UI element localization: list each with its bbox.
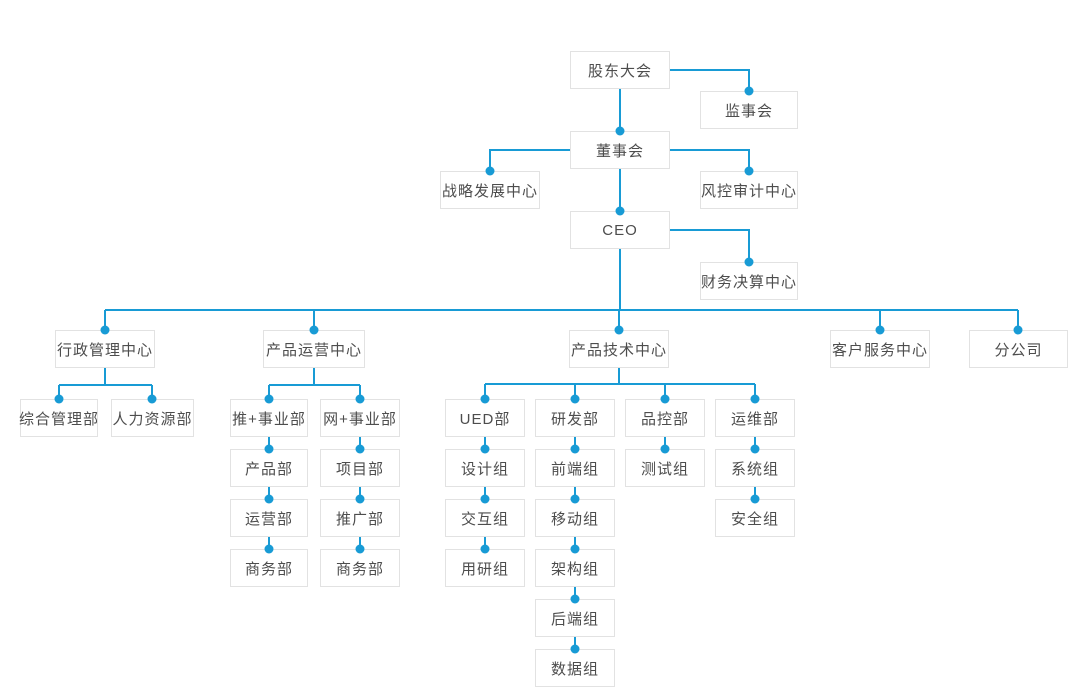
node-board-of-directors: 董事会 bbox=[570, 131, 670, 169]
node-strategy-development-center: 战略发展中心 bbox=[440, 171, 540, 209]
connector-technology-split bbox=[484, 368, 756, 399]
node-frontend-group: 前端组 bbox=[535, 449, 615, 487]
node-branch-company: 分公司 bbox=[969, 330, 1068, 368]
node-wang-division: 网+事业部 bbox=[320, 399, 400, 437]
node-product-operations-center: 产品运营中心 bbox=[263, 330, 365, 368]
node-user-research-group: 用研组 bbox=[445, 549, 525, 587]
node-supervisory-board: 监事会 bbox=[700, 91, 798, 129]
node-rnd-dept: 研发部 bbox=[535, 399, 615, 437]
node-admin-center: 行政管理中心 bbox=[55, 330, 155, 368]
node-business-dept-2: 商务部 bbox=[320, 549, 400, 587]
node-system-group: 系统组 bbox=[715, 449, 795, 487]
node-testing-group: 测试组 bbox=[625, 449, 705, 487]
node-mobile-group: 移动组 bbox=[535, 499, 615, 537]
node-promotion-dept: 推广部 bbox=[320, 499, 400, 537]
node-operations-dept: 运营部 bbox=[230, 499, 308, 537]
node-product-dept: 产品部 bbox=[230, 449, 308, 487]
connector-admin-split bbox=[58, 368, 153, 399]
node-security-group: 安全组 bbox=[715, 499, 795, 537]
connector-operations-split bbox=[268, 368, 361, 399]
node-ued-dept: UED部 bbox=[445, 399, 525, 437]
node-general-management-dept: 综合管理部 bbox=[19, 399, 98, 437]
node-risk-audit-center: 风控审计中心 bbox=[700, 171, 798, 209]
node-shareholders-meeting: 股东大会 bbox=[570, 51, 670, 89]
node-project-dept: 项目部 bbox=[320, 449, 400, 487]
node-tui-division: 推+事业部 bbox=[230, 399, 308, 437]
node-architecture-group: 架构组 bbox=[535, 549, 615, 587]
node-design-group: 设计组 bbox=[445, 449, 525, 487]
node-interaction-group: 交互组 bbox=[445, 499, 525, 537]
node-qc-dept: 品控部 bbox=[625, 399, 705, 437]
node-hr-dept: 人力资源部 bbox=[111, 399, 194, 437]
connector-spine bbox=[104, 309, 1019, 330]
node-backend-group: 后端组 bbox=[535, 599, 615, 637]
node-ceo: CEO bbox=[570, 211, 670, 249]
node-business-dept-1: 商务部 bbox=[230, 549, 308, 587]
node-product-technology-center: 产品技术中心 bbox=[569, 330, 669, 368]
node-data-group: 数据组 bbox=[535, 649, 615, 687]
node-financial-settlement-center: 财务决算中心 bbox=[700, 262, 798, 300]
node-customer-service-center: 客户服务中心 bbox=[830, 330, 930, 368]
node-maintenance-dept: 运维部 bbox=[715, 399, 795, 437]
